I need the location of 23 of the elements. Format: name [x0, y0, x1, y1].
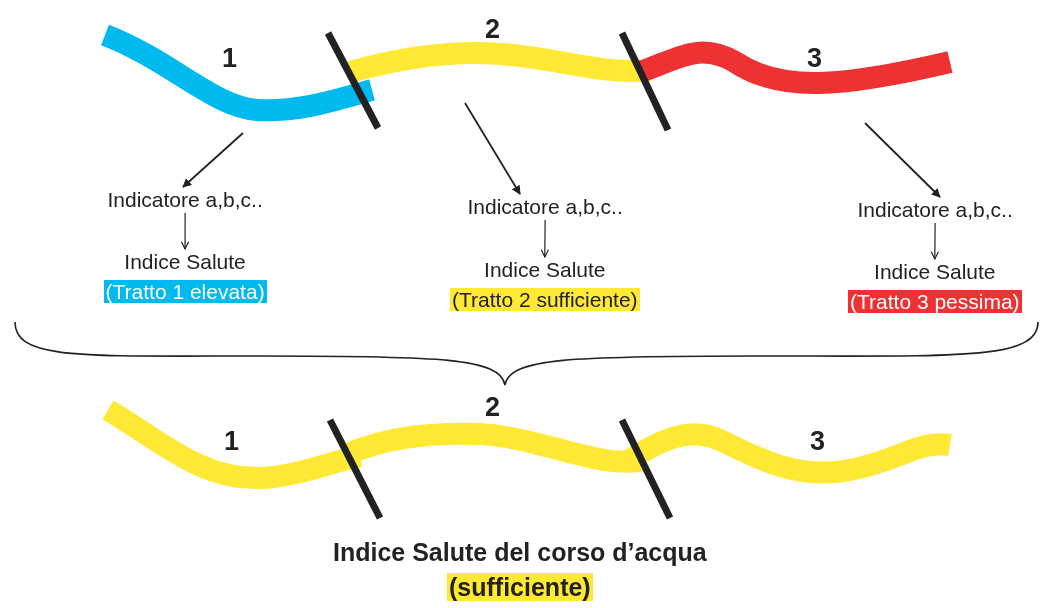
arrow [464, 102, 521, 195]
segment-number: 2 [485, 394, 501, 421]
segment-number: 3 [807, 45, 823, 72]
rating-label: (Tratto 1 elevata) [103, 280, 267, 303]
indicator-text: Indicatore a,b,c.. [467, 195, 623, 218]
caption-text: Indice Salute del corso d’acqua [333, 538, 707, 566]
rating-label: (Tratto 3 pessima) [848, 290, 1022, 313]
segment-number: 3 [810, 428, 826, 455]
arrow [182, 132, 244, 188]
rating-label: (Tratto 2 sufficiente) [450, 288, 640, 311]
indicator-text: Indice Salute [874, 260, 996, 283]
segment-number: 2 [485, 16, 501, 43]
indicator-text: Indice Salute [124, 250, 246, 273]
indicator-text: Indice Salute [484, 258, 606, 281]
rating-label: (sufficiente) [447, 573, 593, 601]
arrow [540, 219, 550, 258]
indicator-text: Indicatore a,b,c.. [857, 198, 1013, 221]
segment-number: 1 [222, 45, 238, 72]
arrow [180, 212, 190, 250]
indicator-text: Indicatore a,b,c.. [107, 188, 263, 211]
arrow [864, 122, 941, 198]
arrow [930, 222, 940, 260]
segment-number: 1 [224, 428, 240, 455]
